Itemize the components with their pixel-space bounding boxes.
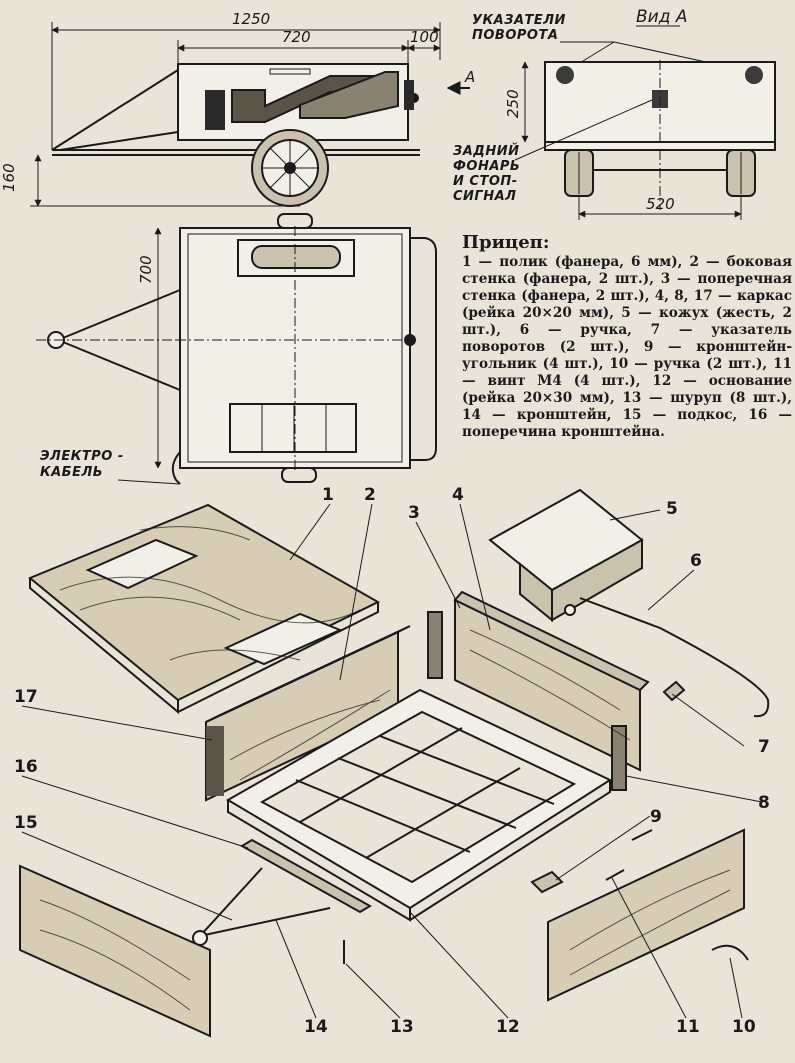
dim-1250: 1250 [232, 10, 270, 28]
side-panel-left [19, 864, 211, 1038]
part-number-11: 11 [676, 1017, 700, 1037]
side-panel-right [547, 828, 745, 1002]
part-number-9: 9 [650, 807, 662, 827]
part-number-8: 8 [758, 793, 770, 813]
rear-lamp-label-2: ФОНАРЬ [453, 159, 520, 174]
cable-label-1: ЭЛЕКТРО - [40, 449, 124, 464]
view-arrow-label: A [464, 68, 475, 86]
handle-10 [711, 944, 749, 961]
part-number-4: 4 [452, 485, 464, 505]
side-view: 1250 720 100 160 [0, 10, 475, 207]
bracket-9 [530, 870, 564, 894]
frame-post-8 [611, 725, 627, 791]
part-number-7: 7 [758, 737, 770, 757]
dim-520: 520 [646, 195, 675, 213]
view-a-title: Вид А [636, 7, 688, 27]
cable-label-2: КАБЕЛЬ [40, 465, 103, 480]
rear-lamp-label-4: СИГНАЛ [453, 189, 516, 204]
part-number-5: 5 [666, 499, 678, 519]
part-number-17: 17 [14, 687, 38, 707]
part-number-15: 15 [14, 813, 38, 833]
caption-block: Прицеп: 1 — полик (фанера, 6 мм), 2 — бо… [462, 232, 792, 441]
part-number-10: 10 [732, 1017, 756, 1037]
exploded-view: 1 2 3 4 5 6 7 8 9 10 11 12 13 14 15 16 1… [14, 485, 770, 1038]
part-number-1: 1 [322, 485, 334, 505]
turn-signal-right [745, 66, 763, 84]
bracket-14 [199, 907, 331, 937]
part-number-3: 3 [408, 503, 420, 523]
fender-shape [205, 90, 225, 130]
turn-signals-label-1: УКАЗАТЕЛИ [472, 13, 566, 28]
crossbar-16 [240, 838, 372, 914]
handle-6 [579, 597, 770, 718]
part-number-16: 16 [14, 757, 38, 777]
dim-160: 160 [0, 163, 18, 192]
turn-signals-label-2: ПОВОРОТА [472, 28, 558, 43]
turn-signal-left [556, 66, 574, 84]
caption-text: 1 — полик (фанера, 6 мм), 2 — боковая ст… [462, 254, 792, 440]
dim-700: 700 [137, 255, 155, 284]
dim-250: 250 [504, 89, 522, 118]
part-number-13: 13 [390, 1017, 414, 1037]
caption-title: Прицеп: [462, 232, 550, 253]
plan-view: 700 ЭЛЕКТРО - КАБЕЛЬ [36, 213, 437, 485]
strut-15 [199, 867, 263, 937]
rear-view: Вид А УКАЗАТЕЛИ ПОВОРОТА 250 520 ЗАДНИЙ … [453, 7, 776, 220]
part-number-14: 14 [304, 1017, 328, 1037]
part-number-6: 6 [690, 551, 702, 571]
dim-100: 100 [410, 28, 439, 46]
dim-720: 720 [282, 28, 311, 46]
rear-lamp-label-3: И СТОП- [453, 174, 518, 189]
part-number-2: 2 [364, 485, 376, 505]
turn-signal-7 [662, 680, 686, 702]
spare-wheel [251, 245, 341, 269]
rear-lamp-label-1: ЗАДНИЙ [453, 143, 520, 159]
frame-post-4 [427, 611, 443, 679]
part-number-12: 12 [496, 1017, 520, 1037]
